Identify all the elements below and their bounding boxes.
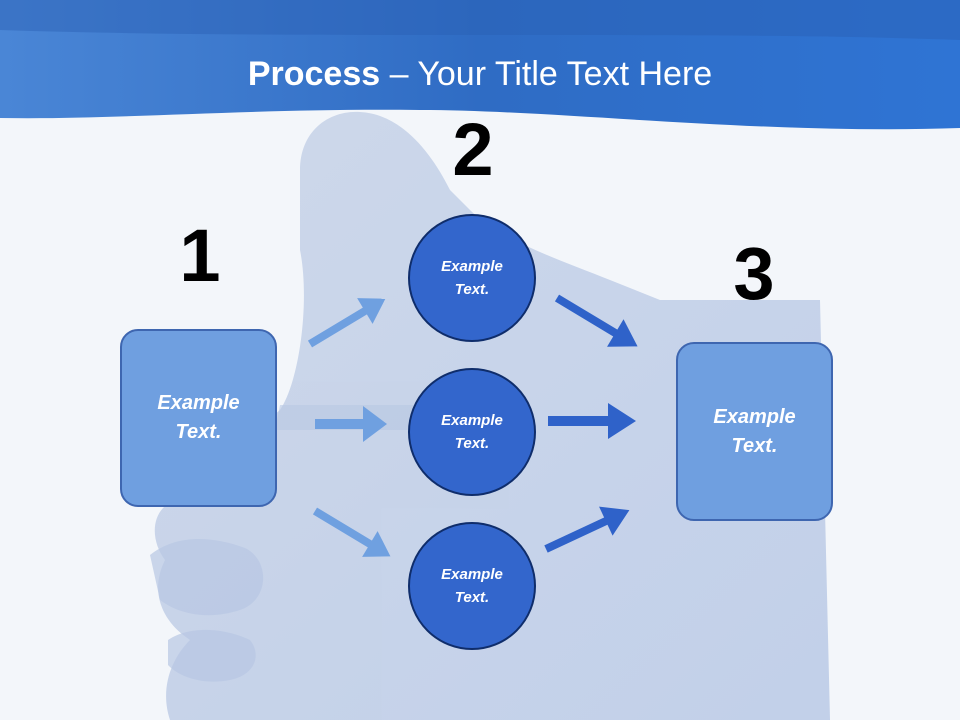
circle-2-text: Example Text. (441, 412, 503, 452)
circle-1-text: Example Text. (441, 258, 503, 298)
step-number-1: 1 (179, 214, 221, 297)
light-arrows (307, 298, 391, 557)
title-bold: Process (247, 55, 381, 93)
step-3-box[interactable]: Example Text. (676, 342, 833, 521)
arrow-from-circle-2 (548, 403, 636, 439)
arrow-to-circle-1 (307, 298, 386, 348)
arrow-from-circle-3 (544, 506, 630, 553)
step-1-box[interactable]: Example Text. (120, 329, 277, 507)
header-wave (0, 0, 960, 130)
arrow-to-circle-2 (315, 406, 387, 442)
step-2-circle-3[interactable]: Example Text. (408, 522, 536, 650)
step-1-text: Example Text. (157, 392, 240, 443)
arrow-to-circle-3 (312, 507, 391, 557)
arrow-from-circle-1 (554, 294, 638, 347)
circle-3-text: Example Text. (441, 566, 503, 606)
step-2-circle-2[interactable]: Example Text. (408, 368, 536, 496)
step-number-3: 3 (733, 232, 775, 315)
title-rest: – Your Title Text Here (380, 55, 713, 93)
step-3-text: Example Text. (713, 405, 796, 457)
step-number-2: 2 (452, 108, 494, 191)
dark-arrows (544, 294, 638, 553)
step-2-circle-1[interactable]: Example Text. (408, 214, 536, 342)
slide-title[interactable]: Process – Your Title Text Here (0, 52, 960, 96)
